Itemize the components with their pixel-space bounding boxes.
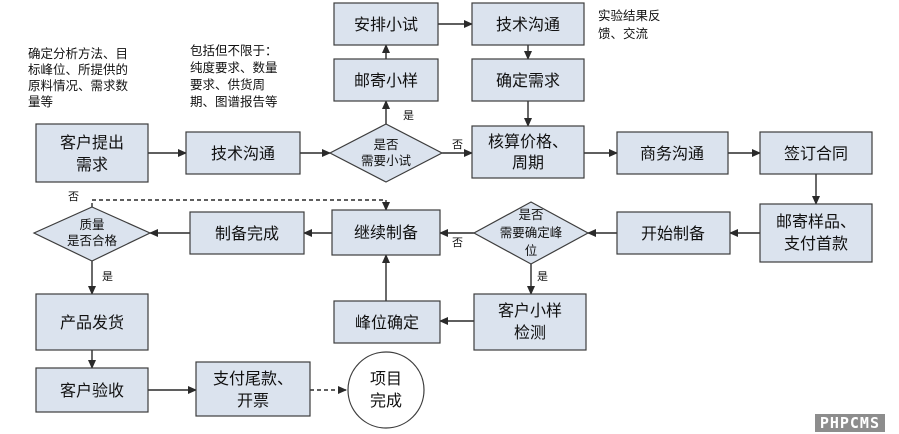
- svg-text:客户提出: 客户提出: [60, 133, 124, 152]
- svg-text:是否: 是否: [518, 207, 543, 222]
- svg-text:实验结果反: 实验结果反: [598, 8, 661, 23]
- svg-text:质量: 质量: [79, 217, 104, 232]
- svg-text:期、图谱报告等: 期、图谱报告等: [190, 94, 278, 109]
- svg-text:支付首款: 支付首款: [784, 234, 848, 253]
- note-middle: 包括但不限于： 纯度要求、数量 要求、供货周 期、图谱报告等: [190, 43, 278, 109]
- node-shifou-xiaoshi: 是否 需要小试: [328, 123, 444, 183]
- edge-label-yes-small-test: 是: [403, 109, 414, 122]
- svg-text:需要小试: 需要小试: [361, 153, 412, 168]
- svg-text:需求: 需求: [76, 155, 108, 174]
- node-hesuan: 核算价格、 周期: [471, 125, 585, 179]
- watermark-logo: PHPCMS: [814, 414, 885, 432]
- svg-text:完成: 完成: [370, 391, 402, 410]
- node-youji-xiaoyang: 邮寄小样: [333, 58, 439, 102]
- svg-text:签订合同: 签订合同: [784, 144, 848, 163]
- node-shangwu-goutong: 商务沟通: [616, 131, 729, 175]
- node-jishu-goutong-top: 技术沟通: [471, 2, 585, 46]
- svg-text:核算价格、: 核算价格、: [488, 132, 568, 151]
- edge-zhiliang-fail-to-jixu: [91, 199, 390, 211]
- node-zhifu-weikuan: 支付尾款、 开票: [195, 361, 311, 417]
- node-anpai-xiaoshi: 安排小试: [333, 2, 439, 46]
- svg-text:量等: 量等: [28, 94, 53, 109]
- svg-text:邮寄样品、: 邮寄样品、: [776, 212, 856, 231]
- node-youji-yangpin: 邮寄样品、 支付首款: [759, 203, 873, 263]
- node-shifou-fengwei: 是否 需要确定峰 位: [472, 201, 590, 265]
- node-zhibei-wancheng: 制备完成: [189, 211, 305, 255]
- svg-text:检测: 检测: [514, 323, 546, 342]
- node-kehu-jiance: 客户小样 检测: [473, 293, 587, 351]
- node-kehu-tichu: 客户提出 需求: [35, 123, 149, 183]
- svg-text:安排小试: 安排小试: [354, 15, 418, 34]
- svg-text:支付尾款、: 支付尾款、: [213, 369, 293, 388]
- svg-text:包括但不限于：: 包括但不限于：: [190, 43, 278, 58]
- node-chanpin-fahuo: 产品发货: [35, 293, 149, 351]
- svg-text:标峰位、所提供的: 标峰位、所提供的: [28, 62, 128, 77]
- svg-text:邮寄小样: 邮寄小样: [354, 71, 418, 90]
- svg-text:确定需求: 确定需求: [496, 71, 560, 90]
- edge-label-yes-peak: 是: [537, 270, 548, 283]
- svg-text:周期: 周期: [512, 153, 544, 172]
- svg-text:技术沟通: 技术沟通: [211, 144, 275, 163]
- svg-text:纯度要求、数量: 纯度要求、数量: [190, 60, 278, 75]
- node-kehu-yanshou: 客户验收: [35, 367, 149, 413]
- svg-text:开始制备: 开始制备: [641, 224, 705, 243]
- svg-text:要求、供货周: 要求、供货周: [190, 77, 265, 92]
- svg-text:是否合格: 是否合格: [67, 233, 118, 248]
- svg-text:项目: 项目: [370, 369, 402, 388]
- svg-text:产品发货: 产品发货: [60, 313, 124, 332]
- svg-text:原料情况、需求数: 原料情况、需求数: [28, 78, 129, 93]
- node-kaishi-zhibei: 开始制备: [616, 211, 731, 255]
- svg-text:是否: 是否: [373, 137, 398, 152]
- svg-text:客户验收: 客户验收: [60, 381, 124, 400]
- edge-label-no-peak: 否: [452, 236, 463, 249]
- note-left: 确定分析方法、目 标峰位、所提供的 原料情况、需求数 量等: [28, 46, 129, 109]
- edge-label-yes-quality: 是: [102, 270, 113, 283]
- edges: [88, 20, 820, 394]
- node-queding-xuqiu: 确定需求: [471, 58, 585, 102]
- svg-text:位: 位: [525, 243, 538, 258]
- node-jishu-goutong-mid: 技术沟通: [185, 131, 301, 175]
- node-jixu-zhibei: 继续制备: [331, 209, 441, 256]
- note-right: 实验结果反 馈、交流: [598, 8, 661, 41]
- svg-text:确定分析方法、目: 确定分析方法、目: [28, 46, 128, 61]
- edge-label-no-quality: 否: [68, 190, 79, 203]
- node-qianding-hetong: 签订合同: [759, 131, 873, 175]
- node-fengwei-queding: 峰位确定: [333, 300, 441, 344]
- node-xiangmu-wancheng: 项目 完成: [347, 351, 425, 429]
- svg-text:需要确定峰: 需要确定峰: [500, 225, 563, 240]
- svg-text:技术沟通: 技术沟通: [496, 15, 560, 34]
- node-zhiliang-hege: 质量 是否合格: [32, 206, 152, 262]
- svg-text:商务沟通: 商务沟通: [640, 144, 704, 163]
- svg-text:客户小样: 客户小样: [498, 301, 562, 320]
- svg-text:峰位确定: 峰位确定: [355, 313, 419, 332]
- svg-text:开票: 开票: [237, 391, 269, 410]
- svg-text:馈、交流: 馈、交流: [598, 26, 649, 41]
- svg-text:继续制备: 继续制备: [354, 223, 418, 242]
- svg-text:制备完成: 制备完成: [215, 224, 279, 243]
- edge-label-no-small-test: 否: [452, 138, 463, 151]
